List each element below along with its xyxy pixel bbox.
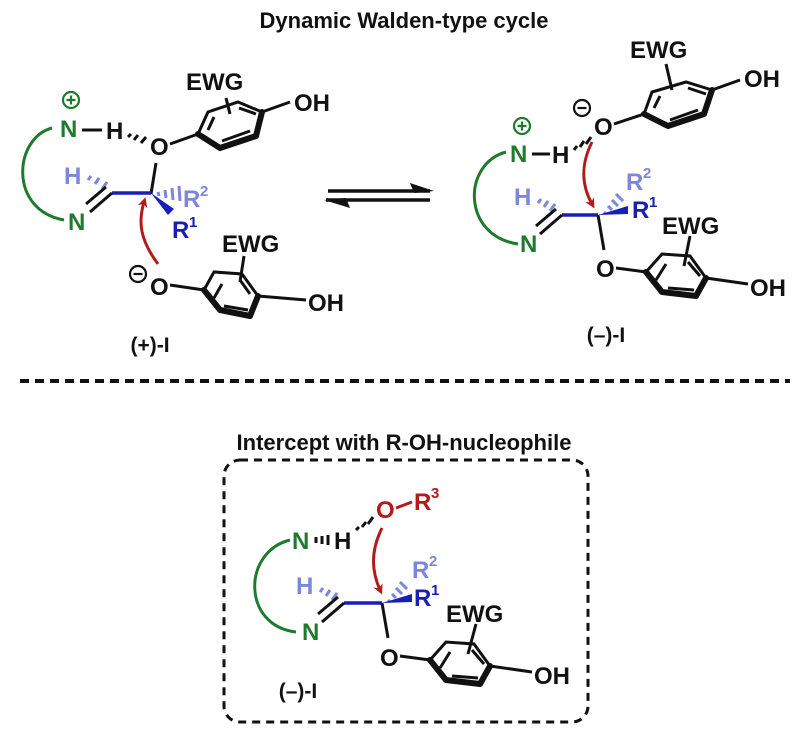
minus-charge-icon [572,98,592,118]
oxygen-ether: O [380,645,399,672]
attack-arrow [372,527,384,595]
r1-wedge [151,193,174,215]
attack-arrow [582,141,595,209]
ewg-label: EWG [630,37,687,64]
oh-label-lower: OH [750,275,786,302]
minus-charge-icon [128,264,148,284]
hydrogen: H [552,142,569,169]
oxygen-ether: O [596,256,615,283]
svg-text:3: 3 [431,485,439,502]
ring-arc [253,538,297,634]
o-aryl-bond [169,132,199,146]
hydrogen: H [106,118,123,145]
structure-minus-I: N H O EWG OH H N [473,37,786,347]
hbond-hash [126,132,148,144]
compound-label-minus-I-intercept: (–)-I [279,680,318,703]
svg-text:1: 1 [649,194,657,211]
nitrogen-imine: N [520,231,537,258]
plus-charge-icon [512,116,532,136]
compound-label-minus-I: (–)-I [587,324,626,347]
ewg-label: EWG [186,69,243,96]
plus-charge-icon [61,90,81,110]
svg-text:2: 2 [200,183,208,200]
bottom-title: Intercept with R-OH-nucleophile [237,430,572,455]
r1-wedge [382,594,412,603]
oh-label: OH [294,90,330,117]
nitrogen-imine: N [302,619,319,646]
attack-arrow [137,197,160,265]
r2-label: R [183,186,200,213]
hbond-hash [572,136,593,151]
r3-label: R [414,489,431,516]
nitrogen: N [292,528,309,555]
nitrogen-plus: N [60,116,77,143]
oh-label-lower: OH [308,290,344,317]
svg-text:1: 1 [189,214,197,231]
compound-label-plus-I: (+)-I [130,334,169,357]
structure-plus-I: N H O EWG OH H [21,69,344,357]
nitrogen-plus: N [510,141,527,168]
imine-hydrogen: H [296,573,313,600]
svg-text:1: 1 [431,582,439,599]
oh-label: OH [744,66,780,93]
equilibrium-arrows [324,183,434,208]
nitrogen-imine: N [68,209,85,236]
r1-label: R [632,197,649,224]
svg-text:2: 2 [643,165,651,182]
intercept-box [222,458,590,724]
ewg-bond [224,97,232,115]
oxygen-phenoxide: O [150,274,169,301]
svg-text:2: 2 [429,553,437,570]
hydrogen: H [334,528,351,555]
r1-label: R [414,585,431,612]
aryl-ring-upper [196,100,263,135]
imine-hydrogen: H [514,184,531,211]
ring-arc [473,150,519,246]
r1-wedge [598,206,628,215]
ewg-label: EWG [446,601,503,628]
structure-minus-I-intercept: N H O R 3 H N [253,485,570,703]
top-title: Dynamic Walden-type cycle [260,8,549,33]
oxygen-alcohol: O [376,497,395,524]
r2-label: R [412,557,429,584]
imine-hydrogen: H [64,163,81,190]
r2-label: R [626,169,643,196]
oxygen-upper: O [150,134,169,161]
plus-sign [66,95,76,105]
hbond-hash [314,535,330,545]
ewg-label-lower: EWG [662,213,719,240]
oxygen-phenoxide: O [594,114,613,141]
oh-label: OH [534,663,570,690]
r1-label: R [172,217,189,244]
ring-arc [21,126,65,222]
ewg-label-lower: EWG [222,231,279,258]
